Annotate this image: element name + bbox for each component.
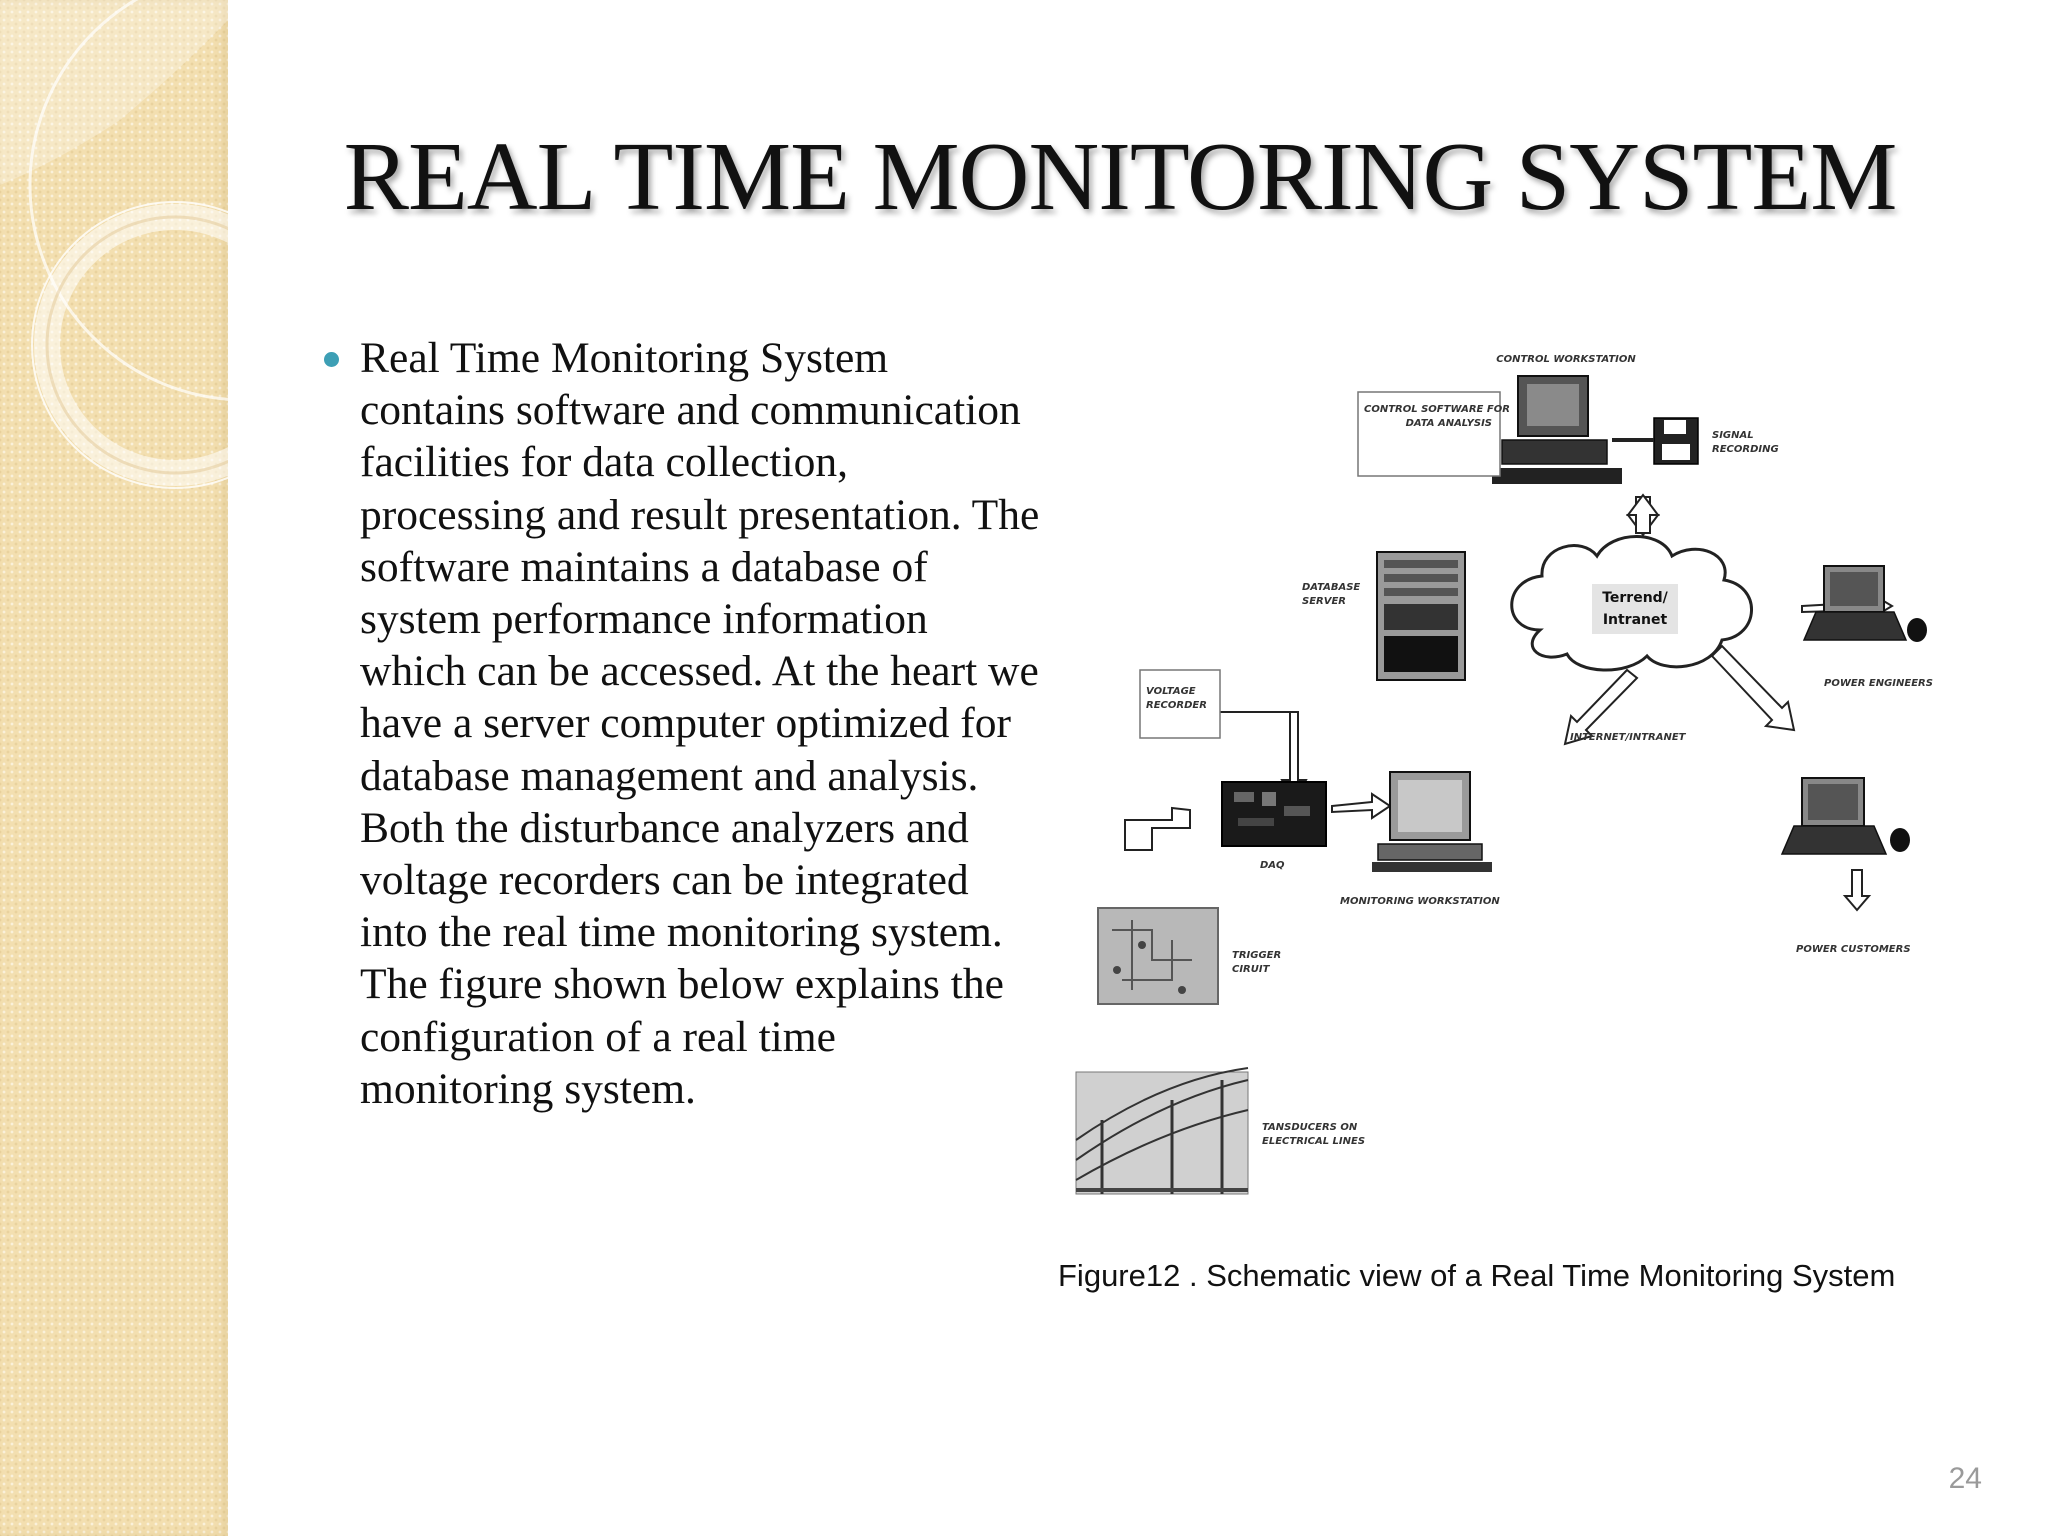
daq-board-icon	[1221, 781, 1327, 847]
page-number: 24	[1948, 1462, 1982, 1495]
label-trigger-circuit-2: CIRUIT	[1232, 964, 1271, 975]
circuit-board-icon	[1097, 907, 1219, 1005]
label-power-customers: POWER CUSTOMERS	[1796, 944, 1911, 955]
label-power-engineers: POWER ENGINEERS	[1824, 678, 1933, 689]
figure-caption: Figure12 . Schematic view of a Real Time…	[1058, 1258, 1896, 1293]
bullet-list: Real Time Monitoring System contains sof…	[324, 332, 1040, 1115]
database-server-icon	[1376, 551, 1466, 681]
label-control-workstation: CONTROL WORKSTATION	[1496, 354, 1636, 365]
voltage-recorder-box: VOLTAGE RECORDER	[1139, 669, 1221, 739]
label-database-server-1: DATABASE	[1302, 582, 1360, 593]
label-cloud-1: Terrend/	[1602, 590, 1668, 606]
laptop-icon	[1780, 777, 1910, 855]
control-workstation-icon	[1492, 375, 1622, 484]
connectors	[1124, 493, 1894, 975]
label-database-server-2: SERVER	[1302, 596, 1346, 607]
label-internet-intranet: INTERNET/INTRANET	[1570, 732, 1687, 743]
label-signal-recording-2: RECORDING	[1712, 444, 1779, 455]
label-signal-recording-1: SIGNAL	[1712, 430, 1754, 441]
monitor-icon	[1372, 771, 1492, 872]
label-voltage-recorder-2: RECORDER	[1146, 700, 1207, 711]
label-trigger-circuit-1: TRIGGER	[1232, 950, 1281, 961]
network-cloud-icon: Terrend/ Intranet	[1510, 535, 1753, 672]
decorative-side-strip	[0, 0, 228, 1536]
label-control-software-2: DATA ANALYSIS	[1406, 418, 1492, 429]
label-monitoring-workstation: MONITORING WORKSTATION	[1340, 896, 1500, 907]
decorative-rings-icon	[0, 0, 228, 489]
laptop-icon	[1802, 565, 1927, 642]
label-transducers-2: ELECTRICAL LINES	[1262, 1136, 1365, 1147]
label-daq: DAQ	[1260, 860, 1285, 871]
label-transducers-1: TANSDUCERS ON	[1262, 1122, 1358, 1133]
bullet-dot-icon	[324, 352, 339, 367]
label-control-software-1: CONTROL SOFTWARE FOR	[1364, 404, 1510, 415]
label-voltage-recorder-1: VOLTAGE	[1146, 686, 1196, 697]
power-lines-icon	[1075, 1067, 1249, 1195]
label-cloud-2: Intranet	[1603, 612, 1668, 628]
control-software-box: CONTROL SOFTWARE FOR DATA ANALYSIS	[1357, 391, 1510, 477]
schematic-diagram: CONTROL WORKSTATION CONTROL SOFTWARE FOR…	[1072, 340, 1952, 1220]
bullet-text: Real Time Monitoring System contains sof…	[360, 334, 1040, 1113]
floppy-disk-icon	[1653, 417, 1699, 465]
diagram-canvas: CONTROL WORKSTATION CONTROL SOFTWARE FOR…	[1075, 354, 1933, 1195]
slide-title: REAL TIME MONITORING SYSTEM	[343, 123, 1898, 231]
